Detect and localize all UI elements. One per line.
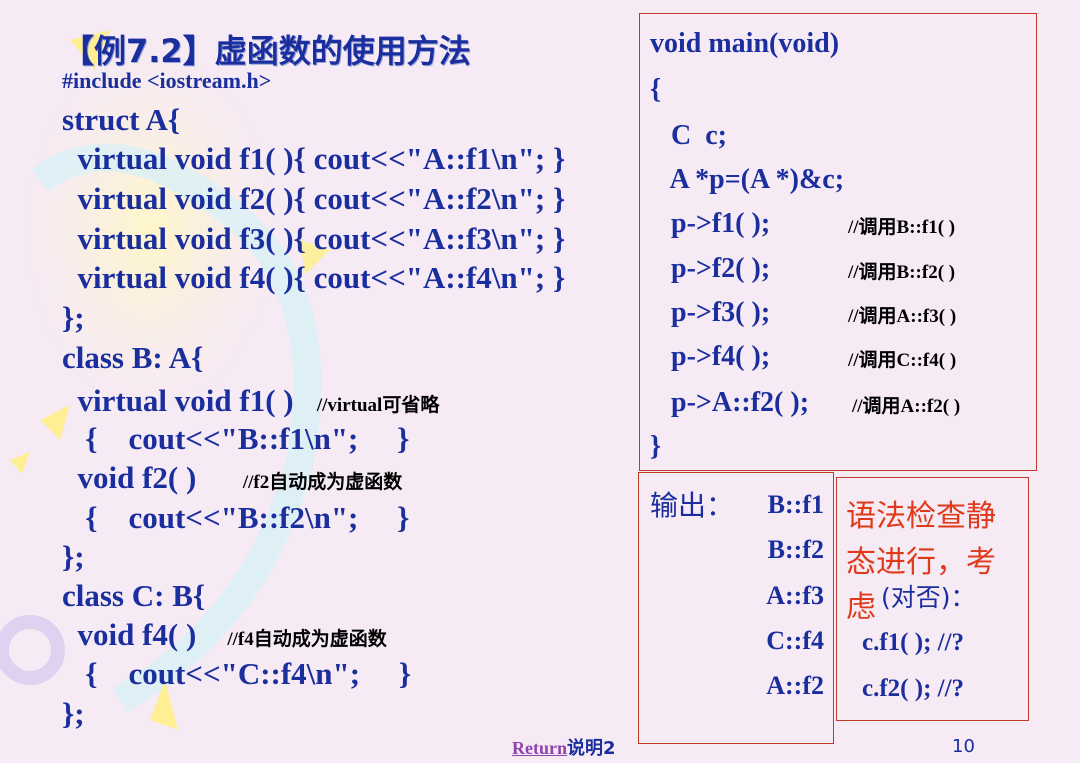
code-line: { cout<<"B::f1\n"; } [62, 423, 409, 454]
note-red-text: 语法检查静 [846, 499, 996, 534]
code-text: virtual void f1( ){ cout<<"A::f1\n"; } [62, 141, 566, 176]
code-comment: //调用B::f2( ) [848, 262, 956, 283]
main-code-line: C c; [650, 122, 727, 150]
note-red-text: 虑 [846, 590, 876, 625]
code-text: { [650, 74, 662, 105]
code-text: p->f4( ); [650, 341, 771, 372]
main-code-line: p->A::f2( ); [650, 389, 809, 417]
code-text: class B: A{ [62, 340, 204, 375]
main-code-line: p->f1( ); [650, 210, 770, 238]
code-text: }; [62, 539, 85, 574]
code-comment: //调用A::f2( ) [852, 396, 961, 417]
main-code-line: } [650, 433, 661, 461]
code-text: virtual void f2( ){ cout<<"A::f2\n"; } [62, 181, 566, 216]
code-line: struct A{ [62, 104, 180, 135]
output-line: B::f1 [767, 490, 824, 519]
code-text: p->f1( ); [650, 208, 771, 239]
code-comment: //f4自动成为虚函数 [227, 629, 387, 650]
code-comment: //调用B::f1( ) [848, 217, 956, 238]
note-code-line: c.f1( ); //? [862, 629, 965, 656]
note-box [836, 477, 1029, 721]
code-comment: //调用A::f3( ) [848, 306, 957, 327]
code-text: }; [62, 696, 85, 731]
code-text: virtual void f1( ) [62, 383, 317, 418]
main-code-box [639, 13, 1037, 471]
output-line: A::f3 [766, 581, 824, 610]
code-text: virtual void f4( ){ cout<<"A::f4\n"; } [62, 260, 566, 295]
code-line: virtual void f3( ){ cout<<"A::f3\n"; } [62, 221, 566, 256]
output-line: A::f2 [766, 671, 824, 700]
return-link[interactable]: Return [512, 738, 567, 758]
code-comment: //调用C::f4( ) [848, 350, 957, 371]
code-line: }; [62, 302, 85, 333]
main-code-line: { [650, 76, 661, 104]
code-comment: //virtual可省略 [316, 395, 440, 416]
code-line: }; [62, 541, 85, 572]
footer-link[interactable]: Return说明2 [512, 734, 616, 760]
output-line: B::f2 [767, 535, 824, 564]
code-line: virtual void f1( ) //virtual可省略 [62, 383, 440, 418]
page-number: 10 [952, 736, 975, 757]
output-box [638, 472, 834, 744]
code-text: virtual void f3( ){ cout<<"A::f3\n"; } [62, 221, 566, 256]
note-code-line: c.f2( ); //? [862, 675, 965, 702]
code-text: p->A::f2( ); [650, 387, 810, 418]
code-line: }; [62, 698, 85, 729]
main-code-line: p->f3( ); [650, 299, 770, 327]
code-text: } [650, 431, 662, 462]
code-text: { cout<<"B::f1\n"; } [62, 421, 410, 456]
code-text: C c; [650, 120, 727, 151]
code-line: { cout<<"B::f2\n"; } [62, 502, 409, 533]
main-code-line: p->f4( ); [650, 343, 770, 371]
code-line: virtual void f4( ){ cout<<"A::f4\n"; } [62, 260, 566, 295]
code-text: A *p=(A *)&c; [650, 164, 845, 195]
code-text: { cout<<"C::f4\n"; } [62, 656, 412, 691]
code-line: class C: B{ [62, 580, 205, 611]
code-text: p->f3( ); [650, 297, 771, 328]
note-red-text: 态进行，考 [846, 545, 996, 580]
code-line: { cout<<"C::f4\n"; } [62, 658, 411, 689]
note-tail: (对否)： [881, 583, 976, 612]
main-code-line: void main(void) [650, 30, 839, 58]
code-comment: //f2自动成为虚函数 [242, 472, 403, 493]
code-text: struct A{ [62, 102, 181, 137]
code-line: class B: A{ [62, 342, 203, 373]
code-text: void f2( ) [62, 460, 243, 495]
code-text: }; [62, 300, 85, 335]
code-text: p->f2( ); [650, 253, 771, 284]
page-title: 【例7.2】虚函数的使用方法 [62, 32, 471, 70]
code-text: void f4( ) [62, 617, 228, 652]
main-code-line: A *p=(A *)&c; [650, 166, 844, 194]
code-line: virtual void f1( ){ cout<<"A::f1\n"; } [62, 141, 566, 176]
code-line: void f4( ) //f4自动成为虚函数 [62, 619, 387, 650]
code-line: #include <iostream.h> [62, 70, 271, 92]
code-line: void f2( ) //f2自动成为虚函数 [62, 460, 403, 495]
output-label: 输出： [650, 489, 735, 522]
code-text: void main(void) [650, 28, 840, 59]
output-line: C::f4 [766, 626, 824, 655]
return-link-suffix: 说明2 [567, 738, 616, 759]
code-line: virtual void f2( ){ cout<<"A::f2\n"; } [62, 181, 566, 216]
code-text: class C: B{ [62, 578, 206, 613]
code-text: { cout<<"B::f2\n"; } [62, 500, 410, 535]
main-code-line: p->f2( ); [650, 255, 770, 283]
code-text: #include <iostream.h> [62, 68, 272, 93]
